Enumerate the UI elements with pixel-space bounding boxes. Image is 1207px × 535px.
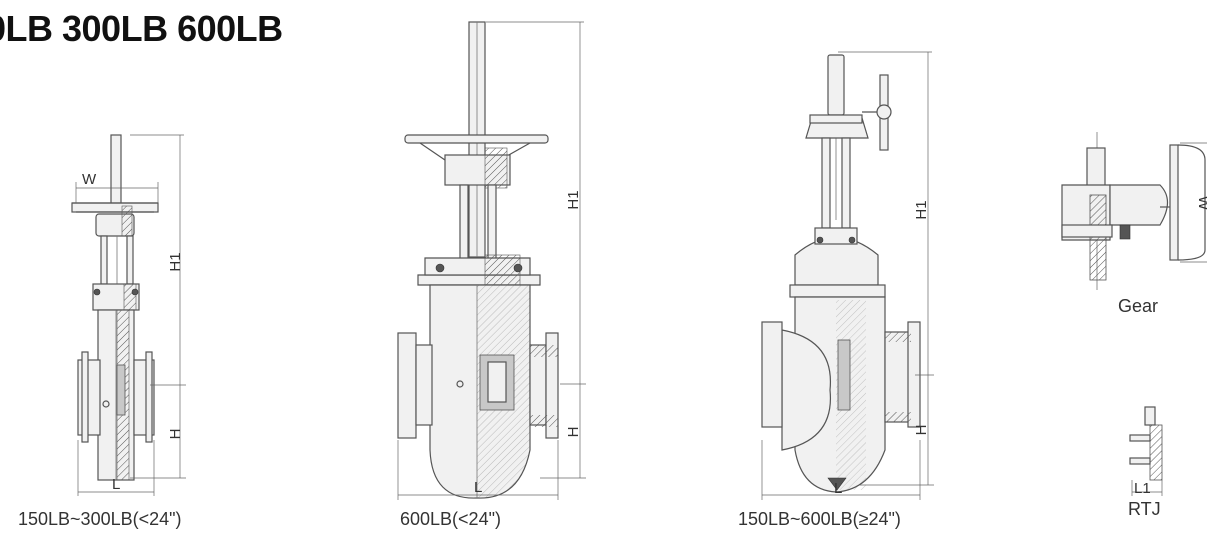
rtj-detail-drawing: L1 [1129,406,1163,497]
dim-h-label-3: H [913,425,930,436]
dim-l-label-3: L [834,480,842,497]
dim-h1-label-3: H1 [913,200,930,219]
caption-rtj: RTJ [1128,499,1161,519]
dim-h-label-1: H [167,429,184,440]
gear-detail-drawing: W [1061,132,1207,290]
caption-valve-2: 600LB(<24") [400,509,501,529]
valve-2-drawing: H1 H L [397,21,586,500]
dim-h-label-2: H [565,427,582,438]
caption-valve-3: 150LB~600LB(≥24") [738,509,901,529]
caption-valve-1: 150LB~300LB(<24") [18,509,182,529]
dim-l1-label: L1 [1134,480,1151,497]
page-title: 0LB 300LB 600LB [0,8,283,49]
dim-l-label-1: L [112,476,120,493]
dim-l-label-2: L [474,479,482,496]
valve-1-drawing: W H1 H L [71,134,186,496]
caption-gear: Gear [1118,296,1159,316]
dim-w-label-1: W [82,171,97,188]
dim-h1-label-1: H1 [167,252,184,271]
dim-w-label-gear: W [1195,196,1207,211]
dim-h1-label-2: H1 [565,190,582,209]
valve-3-drawing: H1 H L [761,51,934,500]
